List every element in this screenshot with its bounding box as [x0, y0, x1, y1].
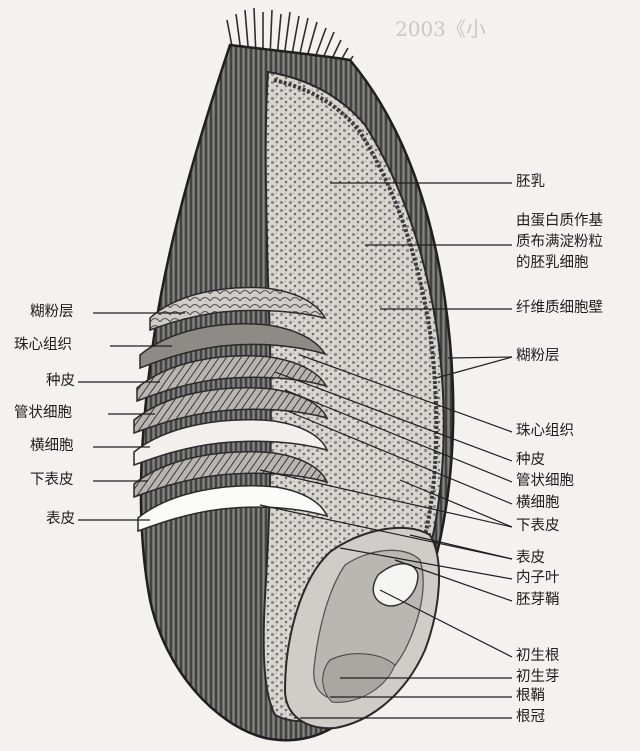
label-left-hypodermis: 下表皮 [30, 472, 74, 489]
label-plumule: 初生芽 [516, 669, 560, 686]
label-endosperm-cell-line3: 的胚乳细胞 [516, 255, 603, 272]
background-page-text: 2003《小 [395, 17, 486, 41]
label-right-aleurone: 糊粉层 [516, 348, 560, 365]
label-right-seed-coat: 种皮 [516, 452, 545, 469]
label-right-hypodermis: 下表皮 [516, 518, 560, 535]
label-right-cross-cells: 横细胞 [516, 495, 560, 512]
label-radicle: 初生根 [516, 648, 560, 665]
label-left-aleurone: 糊粉层 [30, 304, 74, 321]
label-root-cap: 根冠 [516, 709, 545, 726]
label-left-epidermis: 表皮 [46, 511, 75, 528]
label-left-seed-coat: 种皮 [46, 373, 75, 390]
label-left-nucellus: 珠心组织 [14, 337, 72, 354]
label-coleoptile: 胚芽鞘 [516, 592, 560, 609]
label-endosperm: 胚乳 [516, 174, 545, 191]
label-right-epidermis: 表皮 [516, 550, 545, 567]
label-left-cross-cells: 横细胞 [30, 438, 74, 455]
label-right-tube-cells: 管状细胞 [516, 473, 574, 490]
label-scutellum: 内子叶 [516, 570, 560, 587]
label-cellulose-wall: 纤维质细胞壁 [516, 300, 603, 317]
label-coleorhiza: 根鞘 [516, 688, 545, 705]
label-right-nucellus: 珠心组织 [516, 423, 574, 440]
label-endosperm-cell-line2: 质布满淀粉粒 [516, 234, 603, 251]
label-endosperm-cell-line1: 由蛋白质作基 [516, 213, 603, 230]
label-left-tube-cells: 管状细胞 [14, 405, 72, 422]
label-endosperm-cell: 由蛋白质作基 质布满淀粉粒 的胚乳细胞 [516, 213, 603, 272]
